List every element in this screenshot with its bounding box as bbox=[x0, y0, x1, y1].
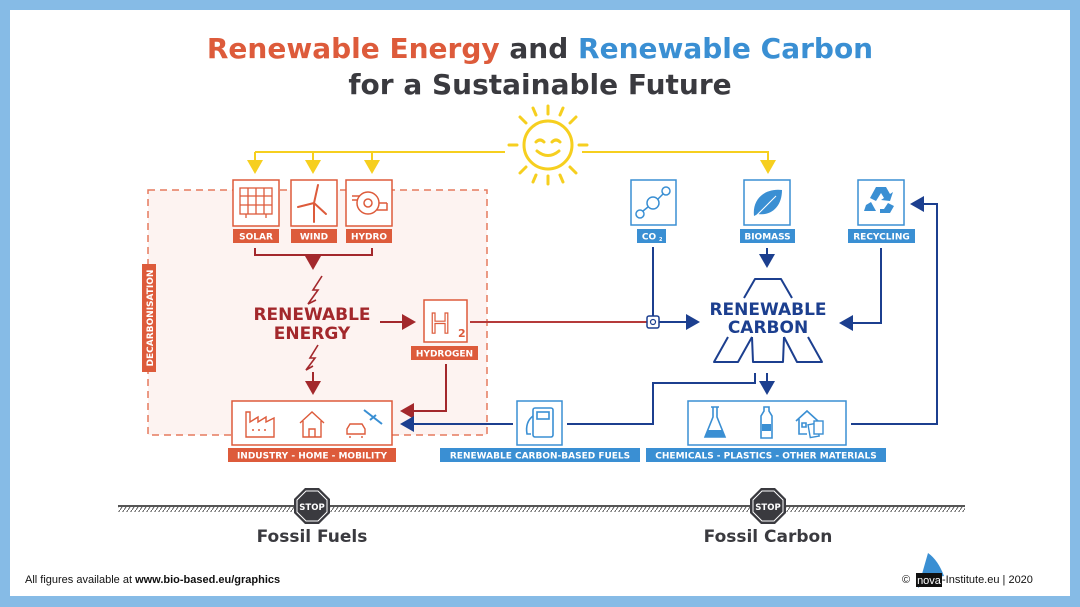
decarbonisation-badge bbox=[142, 264, 156, 372]
sun-icon bbox=[507, 104, 589, 186]
sunlight-connectors bbox=[247, 151, 776, 174]
recycle-icon bbox=[864, 187, 894, 213]
svg-text:STOP: STOP bbox=[755, 503, 780, 513]
gear-icon bbox=[646, 315, 660, 329]
source-recycling: RECYCLING bbox=[848, 179, 915, 243]
title-renewable-energy: Renewable Energy bbox=[207, 32, 500, 65]
factory-icon bbox=[245, 411, 275, 438]
solar-panel-icon bbox=[239, 187, 273, 218]
wind-turbine-icon bbox=[297, 184, 327, 223]
fossil-fuels-label: Fossil Fuels bbox=[257, 527, 368, 547]
stop-sign-icon: STOP bbox=[750, 488, 786, 524]
bottle-icon bbox=[760, 406, 773, 439]
graphics-link[interactable]: www.bio-based.eu/graphics bbox=[134, 574, 280, 586]
hydro-turbine-icon bbox=[352, 191, 388, 215]
hydrogen-node: H 2 HYDROGEN bbox=[411, 299, 478, 360]
fuel-pump-icon bbox=[525, 407, 554, 438]
carbon-connectors bbox=[400, 196, 938, 432]
decarbonisation-label: DECARBONISATION bbox=[146, 270, 156, 367]
renewable-carbon-line1: RENEWABLE bbox=[709, 300, 826, 320]
lightning-icon bbox=[305, 275, 323, 371]
source-wind: WIND bbox=[290, 179, 338, 243]
molecule-icon bbox=[635, 186, 671, 219]
recycling-label: RECYCLING bbox=[853, 233, 910, 243]
renewable-carbon-line2: CARBON bbox=[728, 318, 808, 338]
source-biomass: BIOMASS bbox=[740, 179, 795, 243]
renewable-carbon-shape bbox=[713, 278, 823, 363]
biomass-label: BIOMASS bbox=[744, 233, 790, 243]
uses-node: INDUSTRY - HOME - MOBILITY bbox=[228, 400, 396, 462]
uses-label: INDUSTRY - HOME - MOBILITY bbox=[237, 452, 388, 462]
h2-subscript: 2 bbox=[458, 327, 466, 340]
energy-connectors bbox=[254, 248, 648, 419]
renewable-energy-line2: ENERGY bbox=[274, 324, 351, 344]
title-line2: for a Sustainable Future bbox=[348, 68, 731, 101]
title-and: and bbox=[500, 32, 578, 65]
house-materials-icon bbox=[795, 409, 819, 435]
source-hydro: HYDRO bbox=[345, 179, 393, 243]
source-solar: SOLAR bbox=[232, 179, 280, 243]
svg-text:©: © bbox=[902, 574, 910, 586]
wind-label: WIND bbox=[300, 233, 328, 243]
hydro-label: HYDRO bbox=[351, 233, 387, 243]
fuels-node: RENEWABLE CARBON-BASED FUELS bbox=[440, 400, 640, 462]
materials-label: CHEMICALS - PLASTICS - OTHER MATERIALS bbox=[655, 452, 876, 462]
hydrogen-label: HYDROGEN bbox=[416, 350, 473, 360]
ground-line bbox=[118, 505, 965, 512]
svg-text:-Institute.eu | 2020: -Institute.eu | 2020 bbox=[942, 574, 1033, 586]
copyright: © nova -Institute.eu | 2020 bbox=[902, 553, 1033, 588]
fuels-label: RENEWABLE CARBON-BASED FUELS bbox=[450, 452, 630, 462]
source-co2: CO 2 bbox=[630, 179, 677, 243]
fossil-carbon-label: Fossil Carbon bbox=[704, 527, 833, 547]
svg-text:nova: nova bbox=[917, 575, 942, 587]
leaf-icon bbox=[753, 189, 782, 216]
house-icon bbox=[299, 411, 325, 438]
title-renewable-carbon: Renewable Carbon bbox=[578, 32, 873, 65]
footer-note: All figures available at www.bio-based.e… bbox=[25, 574, 280, 586]
car-plane-icon bbox=[346, 423, 366, 438]
stop-sign-icon: STOP bbox=[294, 488, 330, 524]
co2-label: CO bbox=[642, 233, 657, 243]
renewable-energy-line1: RENEWABLE bbox=[253, 305, 370, 325]
solar-label: SOLAR bbox=[239, 233, 273, 243]
h2-icon: H bbox=[429, 307, 450, 340]
title-line1: Renewable Energy and Renewable Carbon bbox=[207, 32, 873, 65]
co2-subscript: 2 bbox=[659, 237, 663, 243]
materials-node: CHEMICALS - PLASTICS - OTHER MATERIALS bbox=[646, 400, 886, 462]
svg-text:STOP: STOP bbox=[299, 503, 324, 513]
